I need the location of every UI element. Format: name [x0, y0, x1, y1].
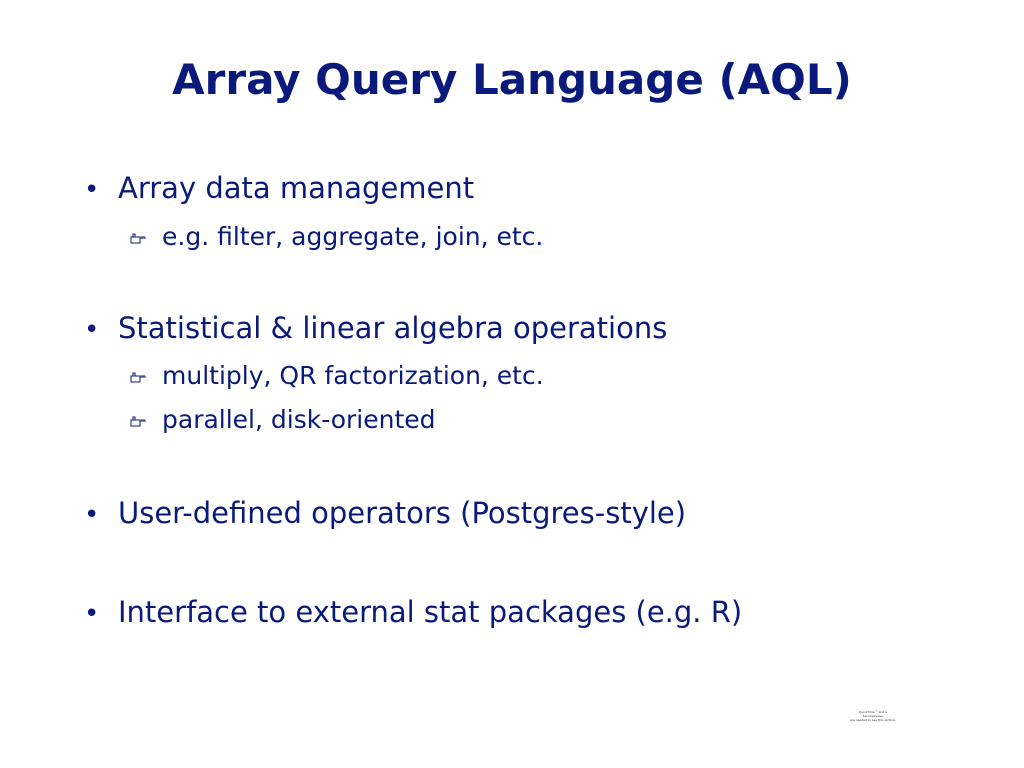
bullet-marker: • — [84, 500, 100, 530]
sub-bullet-text: parallel, disk-oriented — [162, 405, 436, 434]
bullet-marker: • — [84, 315, 100, 345]
missing-media-notice: QuickTime™ and a decompressor are needed… — [840, 710, 906, 722]
sub-bullet-text: multiply, QR factorization, etc. — [162, 361, 544, 390]
sub-bullet-item: e.g. filter, aggregate, join, etc. — [128, 221, 543, 253]
bullet-item: • Statistical & linear algebra operations — [84, 310, 667, 348]
sub-bullet-text: e.g. filter, aggregate, join, etc. — [162, 222, 544, 251]
notice-line: QuickTime™ and a — [858, 710, 888, 714]
hand-pointer-icon — [128, 367, 162, 387]
bullet-item: • User-defined operators (Postgres-style) — [84, 495, 686, 533]
notice-line: decompressor — [862, 714, 884, 718]
hand-pointer-icon — [128, 411, 162, 431]
bullet-item: • Array data management — [84, 170, 474, 208]
slide-title: Array Query Language (AQL) — [172, 55, 852, 104]
bullet-text: User-defined operators (Postgres-style) — [118, 496, 687, 530]
bullet-text: Statistical & linear algebra operations — [118, 311, 668, 345]
sub-bullet-item: multiply, QR factorization, etc. — [128, 360, 544, 392]
bullet-marker: • — [84, 599, 100, 629]
bullet-text: Interface to external stat packages (e.g… — [118, 595, 743, 629]
hand-pointer-icon — [128, 228, 162, 248]
bullet-item: • Interface to external stat packages (e.… — [84, 594, 742, 632]
bullet-marker: • — [84, 175, 100, 205]
bullet-text: Array data management — [118, 171, 475, 205]
notice-line: are needed to see this picture. — [849, 718, 897, 722]
sub-bullet-item: parallel, disk-oriented — [128, 404, 436, 436]
